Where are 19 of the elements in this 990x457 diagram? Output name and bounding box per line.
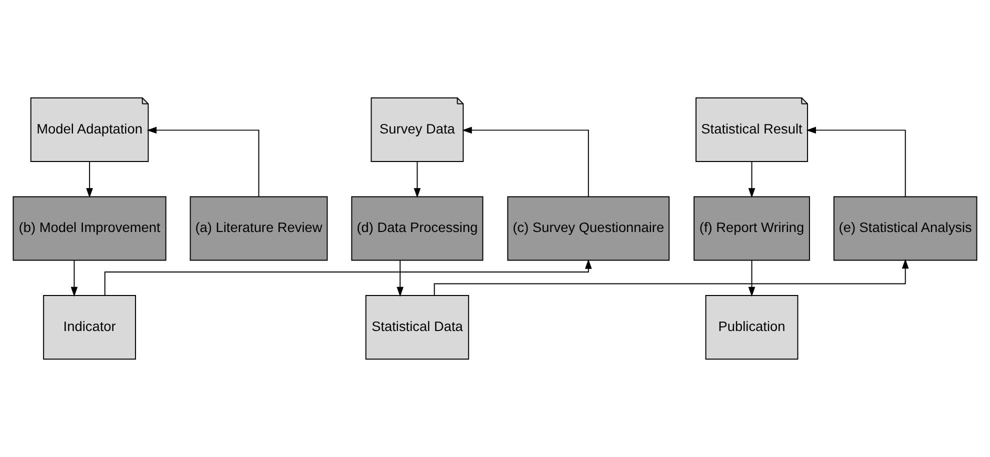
node-box: Publication [705,295,798,360]
arrow [414,161,421,198]
node-box: Statistical Data [365,295,470,360]
node-box: (b) Model Improvement [12,196,166,261]
node-box: Indicator [43,295,136,360]
arrow [462,126,589,198]
node-box: (a) Literature Review [190,196,328,261]
arrow [146,126,260,198]
node-box: (d) Data Processing [351,196,484,261]
node-box: (c) Survey Questionnaire [507,196,670,261]
arrow [748,260,756,297]
arrow [104,259,592,296]
arrow [748,161,756,198]
arrow [806,126,906,198]
node-box: (e) Statistical Analysis [833,196,978,261]
arrow [86,161,93,198]
arrow [396,260,404,297]
arrow [70,260,78,297]
node-box: (f) Report Wriring [694,196,810,261]
